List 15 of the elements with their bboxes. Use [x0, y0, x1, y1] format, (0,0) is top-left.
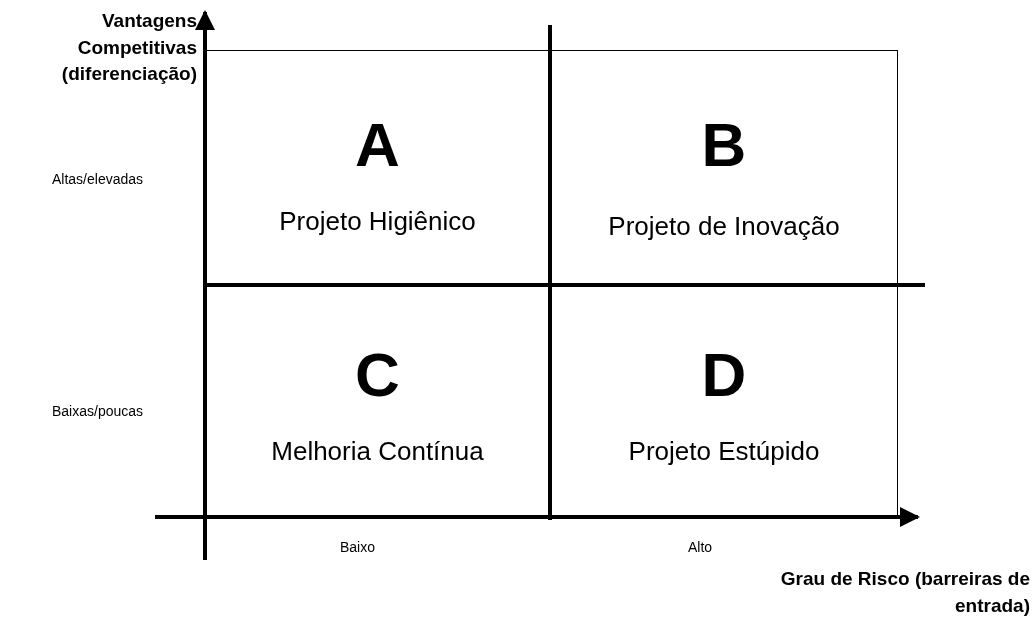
quadrant-letter: B: [701, 114, 747, 176]
axis-tick-label: Altas/elevadas: [52, 170, 144, 189]
axis-tick-label: Alto: [688, 538, 713, 557]
quadrant-title: Melhoria Contínua: [271, 437, 484, 466]
axis-title: Grau de Risco (barreiras de entrada): [779, 567, 1030, 618]
axis-tick-label: Baixo: [340, 538, 376, 557]
quadrant-box: [550, 50, 898, 285]
quadrant-title: Projeto Higiênico: [279, 207, 476, 236]
quadrant-letter: C: [355, 344, 400, 406]
axis-title: Vantagens Competitivas (diferenciação): [60, 9, 197, 87]
quadrant-title: Projeto Estúpido: [628, 437, 820, 466]
axis-tick-label: Baixas/poucas: [52, 402, 144, 421]
quadrant-letter: A: [355, 114, 400, 176]
quadrant-letter: D: [701, 344, 747, 406]
quadrant-title: Projeto de Inovação: [608, 212, 840, 241]
